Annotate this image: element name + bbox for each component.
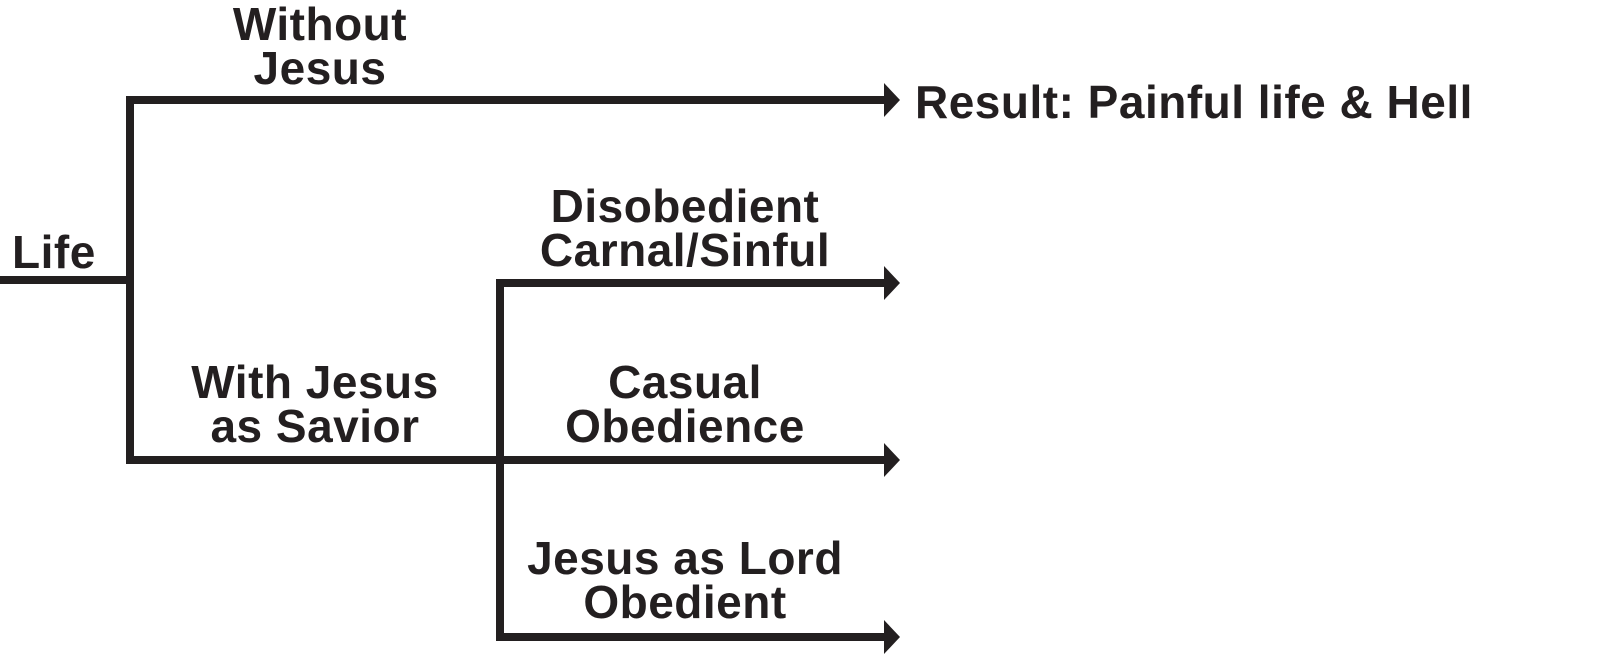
lord-obedient-label: Jesus as Lord Obedient — [527, 532, 843, 628]
result-label: Result: Painful life & Hell — [915, 76, 1473, 128]
without-jesus-label: Without Jesus — [232, 0, 408, 94]
savior-label: With Jesus as Savior — [191, 356, 439, 452]
casual-obedience-label: Casual Obedience — [565, 356, 805, 452]
root-label: Life — [12, 226, 96, 278]
disobedient-label: Disobedient Carnal/Sinful — [539, 180, 831, 276]
arrow-lord — [884, 620, 900, 654]
arrow-without — [884, 83, 900, 117]
arrow-casual — [884, 443, 900, 477]
arrow-disobedient — [884, 266, 900, 300]
